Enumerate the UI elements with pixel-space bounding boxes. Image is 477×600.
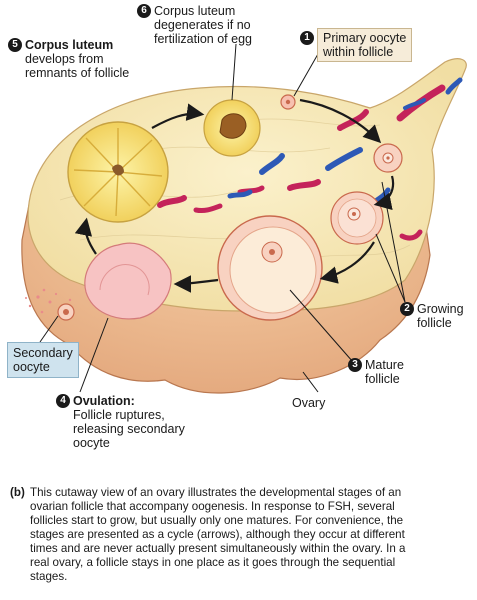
primary-oocyte-follicle — [280, 94, 296, 110]
figure-caption: (b) This cutaway view of an ovary illust… — [10, 486, 470, 584]
label-ovary: Ovary — [292, 396, 326, 410]
step-number-badge: 1 — [300, 31, 314, 45]
ruptured-follicle — [84, 242, 172, 320]
caption-line: follicles start to grow, but usually onl… — [30, 514, 404, 527]
step-number-badge: 5 — [8, 38, 22, 52]
step-number-badge: 6 — [137, 4, 151, 18]
caption-line: stages are presented as a cycle (arrows)… — [30, 528, 405, 541]
secondary-oocyte — [57, 303, 75, 321]
caption-label: (b) — [10, 486, 25, 499]
caption-line: real ovary, a follicle stays in one plac… — [30, 556, 396, 569]
caption-line: This cutaway view of an ovary illustrate… — [30, 486, 402, 499]
mature-follicle — [217, 215, 323, 321]
growing-follicle-large — [330, 191, 384, 245]
degenerating-corpus-luteum — [203, 99, 261, 157]
corpus-luteum — [67, 121, 169, 223]
step-number-badge: 2 — [400, 302, 414, 316]
growing-follicle-small — [373, 143, 403, 173]
step-number-badge: 3 — [348, 358, 362, 372]
ovary-illustration — [21, 43, 467, 394]
step-number-badge: 4 — [56, 394, 70, 408]
caption-line: stages. — [30, 570, 68, 583]
caption-line: ovarian follicle that accompany oogenesi… — [30, 500, 395, 513]
caption-line: times and are never actually present sim… — [30, 542, 406, 555]
